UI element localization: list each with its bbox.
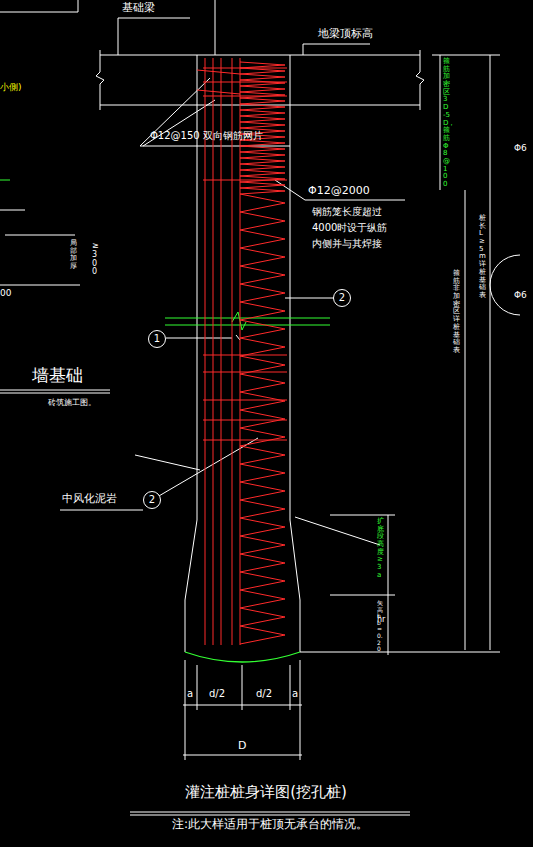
drawing-label: 矢高hb=0.20 (377, 600, 383, 653)
callout-circle: 2 (333, 289, 351, 307)
drawing-label: d/2 (256, 688, 272, 700)
drawing-label: 箍筋加密区3D-5D，箍筋Φ8@100 (443, 58, 450, 189)
drawing-label: Φ6 (514, 290, 527, 300)
drawing-label: 桩长 L≥5m 详桩基础表 (479, 215, 486, 300)
callout-circle: 1 (148, 330, 166, 348)
callout-number: 2 (339, 293, 345, 303)
drawing-label: 00 (0, 288, 11, 298)
drawing-label: 灌注桩桩身详图(挖孔桩) (185, 784, 347, 801)
drawing-label: d/2 (209, 688, 225, 700)
drawing-label: 注:此大样适用于桩顶无承台的情况。 (172, 818, 368, 832)
callout-number: 1 (154, 334, 160, 344)
drawing-label: 局部加厚 (70, 240, 77, 271)
drawing-label: 中风化泥岩 (62, 493, 117, 506)
drawing-label: ≥300 (92, 242, 100, 277)
drawing-label: Φ12@2000 (308, 185, 370, 198)
drawing-label: 基础梁 (122, 2, 155, 15)
drawing-label: Φ6 (514, 143, 527, 153)
drawing-label: 墙基础 (32, 366, 83, 386)
drawing-label: a (292, 688, 298, 700)
drawing-label: 扩底段高度≥3a (377, 518, 384, 580)
drawing-label: 箍筋非加密区详桩基础表 (453, 270, 460, 355)
callout-number: 2 (149, 495, 155, 505)
drawing-label: 地梁顶标高 (318, 28, 373, 41)
callout-circle: 2 (143, 491, 161, 509)
drawing-label: D (238, 740, 246, 753)
drawing-label: 砖筑施工图。 (48, 398, 96, 407)
drawing-label: Φ12@150 双向钢筋网片 (150, 130, 263, 142)
drawing-label: 钢筋笼长度超过4000时设于纵筋内侧并与其焊接 (312, 204, 396, 252)
drawing-label: a (187, 688, 193, 700)
drawing-label: 小側) (0, 82, 22, 92)
